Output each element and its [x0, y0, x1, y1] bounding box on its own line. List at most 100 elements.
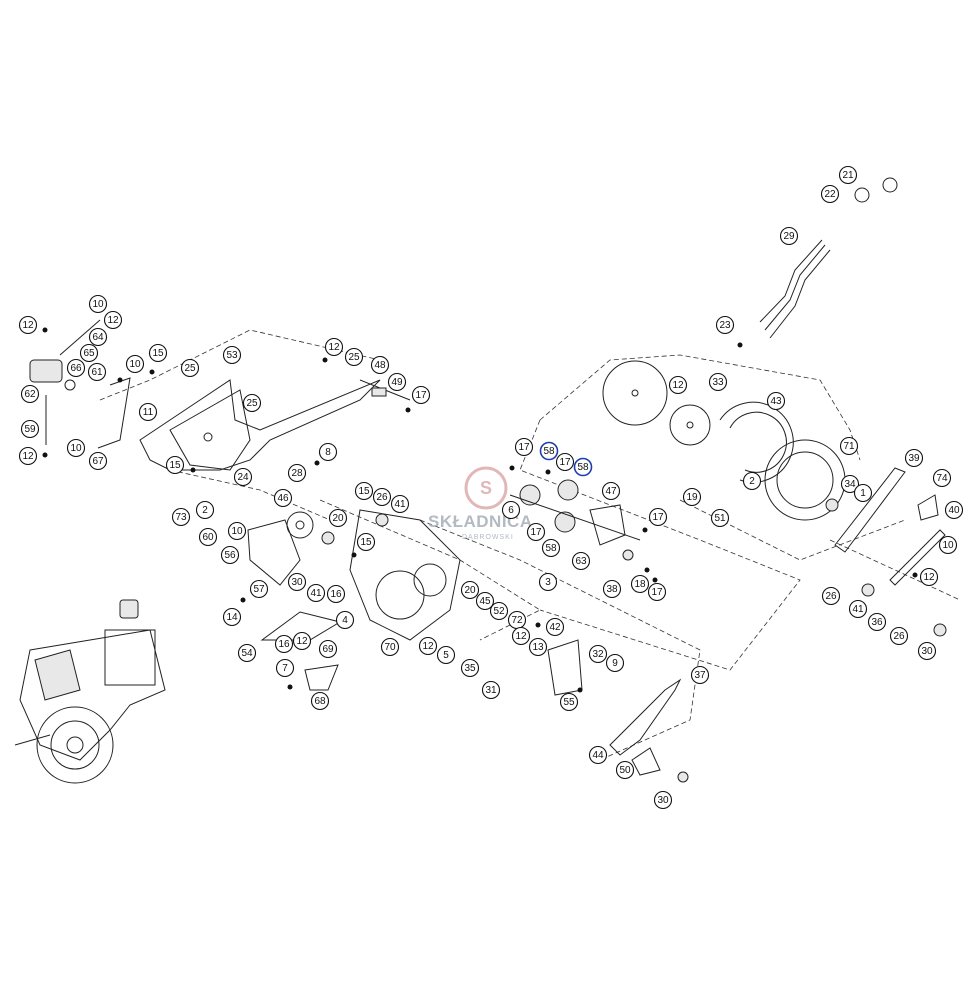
callout-label: 63 — [575, 556, 587, 567]
callout-circle — [867, 612, 887, 632]
callout-circle — [79, 343, 99, 363]
callout-label: 15 — [169, 460, 181, 471]
callout-label: 26 — [893, 631, 905, 642]
callout-65: 65 — [79, 343, 99, 363]
callout-7: 7 — [275, 658, 295, 678]
callout-15: 15 — [354, 481, 374, 501]
callout-label: 68 — [314, 696, 326, 707]
callout-25: 25 — [344, 347, 364, 367]
callout-label: 69 — [322, 644, 334, 655]
callout-6: 6 — [501, 500, 521, 520]
callout-circle — [838, 165, 858, 185]
callout-label: 10 — [231, 526, 243, 537]
callout-55: 55 — [559, 692, 579, 712]
callout-label: 34 — [844, 479, 856, 490]
callout-circle — [125, 354, 145, 374]
callout-circle — [559, 692, 579, 712]
watermark-emblem — [464, 466, 508, 510]
callout-circle — [944, 500, 964, 520]
callout-17: 17 — [555, 452, 575, 472]
callout-circle — [821, 586, 841, 606]
callout-circle — [171, 507, 191, 527]
callout-circle — [541, 538, 561, 558]
callout-label: 40 — [948, 505, 960, 516]
callout-label: 60 — [202, 532, 214, 543]
callout-5: 5 — [436, 645, 456, 665]
callout-label: 17 — [415, 390, 427, 401]
callout-circle — [615, 760, 635, 780]
callout-13: 13 — [528, 637, 548, 657]
callout-4: 4 — [335, 610, 355, 630]
callout-circle — [853, 483, 873, 503]
callout-circle — [390, 494, 410, 514]
callout-circle — [195, 500, 215, 520]
callout-label: 2 — [202, 505, 208, 516]
callout-label: 10 — [942, 540, 954, 551]
callout-20: 20 — [328, 508, 348, 528]
callout-circle — [387, 372, 407, 392]
callout-circle — [372, 487, 392, 507]
assembled-unit-thumbnail — [14, 599, 166, 784]
cover-56 — [247, 519, 301, 586]
callout-37: 37 — [690, 665, 710, 685]
callout-circle — [328, 508, 348, 528]
callout-label: 70 — [384, 642, 396, 653]
callout-label: 5 — [443, 650, 449, 661]
callout-circle — [889, 626, 909, 646]
callout-label: 10 — [129, 359, 141, 370]
callout-label: 12 — [22, 320, 34, 331]
callout-41: 41 — [390, 494, 410, 514]
callout-circle — [356, 532, 376, 552]
part-drawings — [29, 177, 947, 783]
callout-circle — [848, 599, 868, 619]
callout-label: 58 — [577, 462, 589, 473]
callout-30: 30 — [917, 641, 937, 661]
callout-60: 60 — [198, 527, 218, 547]
hardware-dots — [42, 327, 918, 693]
callout-73: 73 — [171, 507, 191, 527]
callout-circle — [545, 617, 565, 637]
callout-61: 61 — [87, 362, 107, 382]
callout-circle — [511, 626, 531, 646]
callout-label: 51 — [714, 513, 726, 524]
callout-label: 67 — [92, 456, 104, 467]
callout-circle — [165, 455, 185, 475]
callout-15: 15 — [148, 343, 168, 363]
callout-label: 44 — [592, 750, 604, 761]
callout-label: 16 — [330, 589, 342, 600]
callout-8: 8 — [318, 442, 338, 462]
callout-circle — [249, 579, 269, 599]
callout-17: 17 — [648, 507, 668, 527]
callout-label: 22 — [824, 189, 836, 200]
callout-label: 58 — [543, 446, 555, 457]
callout-43: 43 — [766, 391, 786, 411]
callout-circle — [354, 481, 374, 501]
callout-circle — [88, 294, 108, 314]
callout-15: 15 — [356, 532, 376, 552]
callout-label: 6 — [508, 505, 514, 516]
callout-circle — [475, 591, 495, 611]
callout-circle — [742, 471, 762, 491]
callout-label: 62 — [24, 389, 36, 400]
callout-label: 17 — [651, 587, 663, 598]
callout-label: 12 — [672, 380, 684, 391]
callout-circle — [840, 474, 860, 494]
callout-circle — [138, 402, 158, 422]
callout-circle — [919, 567, 939, 587]
callout-label: 15 — [152, 348, 164, 359]
callout-30: 30 — [287, 572, 307, 592]
callout-label: 30 — [291, 577, 303, 588]
callout-circle — [18, 315, 38, 335]
callout-17: 17 — [647, 582, 667, 602]
callout-label: 20 — [332, 513, 344, 524]
callout-62: 62 — [20, 384, 40, 404]
callout-label: 23 — [719, 320, 731, 331]
callout-label: 7 — [282, 663, 288, 674]
callout-48: 48 — [370, 355, 390, 375]
callout-circle — [653, 790, 673, 810]
callout-circle — [489, 601, 509, 621]
callout-label: 71 — [843, 441, 855, 452]
callout-circle — [418, 636, 438, 656]
callout-34: 34 — [840, 474, 860, 494]
